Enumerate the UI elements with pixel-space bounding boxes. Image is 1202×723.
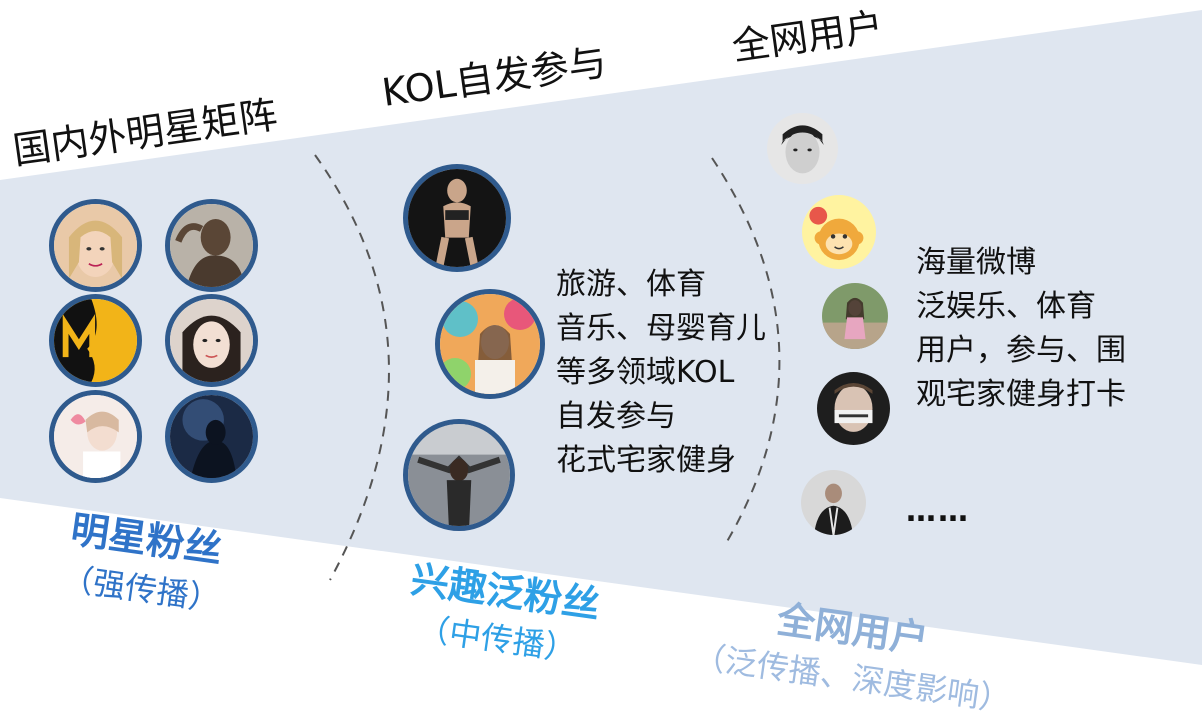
- kol-description-line: 旅游、体育: [556, 267, 706, 302]
- dark-jacket-man-icon: [801, 470, 866, 535]
- kol-description: 旅游、体育 音乐、母婴育儿 等多领域KOL 自发参与 花式宅家健身: [556, 263, 766, 483]
- woman-colorful-wall-icon: [435, 289, 545, 399]
- man-portrait-icon: [767, 113, 838, 184]
- kol-description-line: 自发参与: [556, 399, 676, 434]
- all-users-description-line: 用户，参与、围: [916, 333, 1126, 368]
- cartoon-monkey-icon: [802, 195, 876, 269]
- divider-left: [314, 154, 390, 581]
- gym-workout-icon: [403, 419, 515, 531]
- band-shape: [0, 10, 1202, 665]
- all-users-description-line: 泛娱乐、体育: [916, 289, 1096, 324]
- kol-description-line: 等多领域KOL: [556, 355, 735, 390]
- kol-description-line: 音乐、母婴育儿: [556, 311, 766, 346]
- kol-description-line: 花式宅家健身: [556, 443, 736, 478]
- girl-outdoor-icon: [822, 283, 888, 349]
- fitness-woman-icon: [403, 164, 511, 272]
- girl-with-flower-icon: [49, 390, 142, 483]
- all-users-description-line: 观宅家健身打卡: [916, 377, 1126, 412]
- all-users-description: 海量微博 泛娱乐、体育 用户，参与、围 观宅家健身打卡: [916, 241, 1126, 417]
- masked-man-icon: [817, 372, 890, 445]
- yellow-m-logo-icon: [49, 294, 142, 387]
- ellipsis: ……: [906, 494, 970, 529]
- divider-right: [711, 157, 781, 546]
- all-users-description-line: 海量微博: [916, 245, 1036, 280]
- woman-portrait-icon: [165, 294, 258, 387]
- bald-man-portrait-icon: [165, 199, 258, 292]
- night-silhouette-icon: [165, 390, 258, 483]
- blonde-woman-portrait-icon: [49, 199, 142, 292]
